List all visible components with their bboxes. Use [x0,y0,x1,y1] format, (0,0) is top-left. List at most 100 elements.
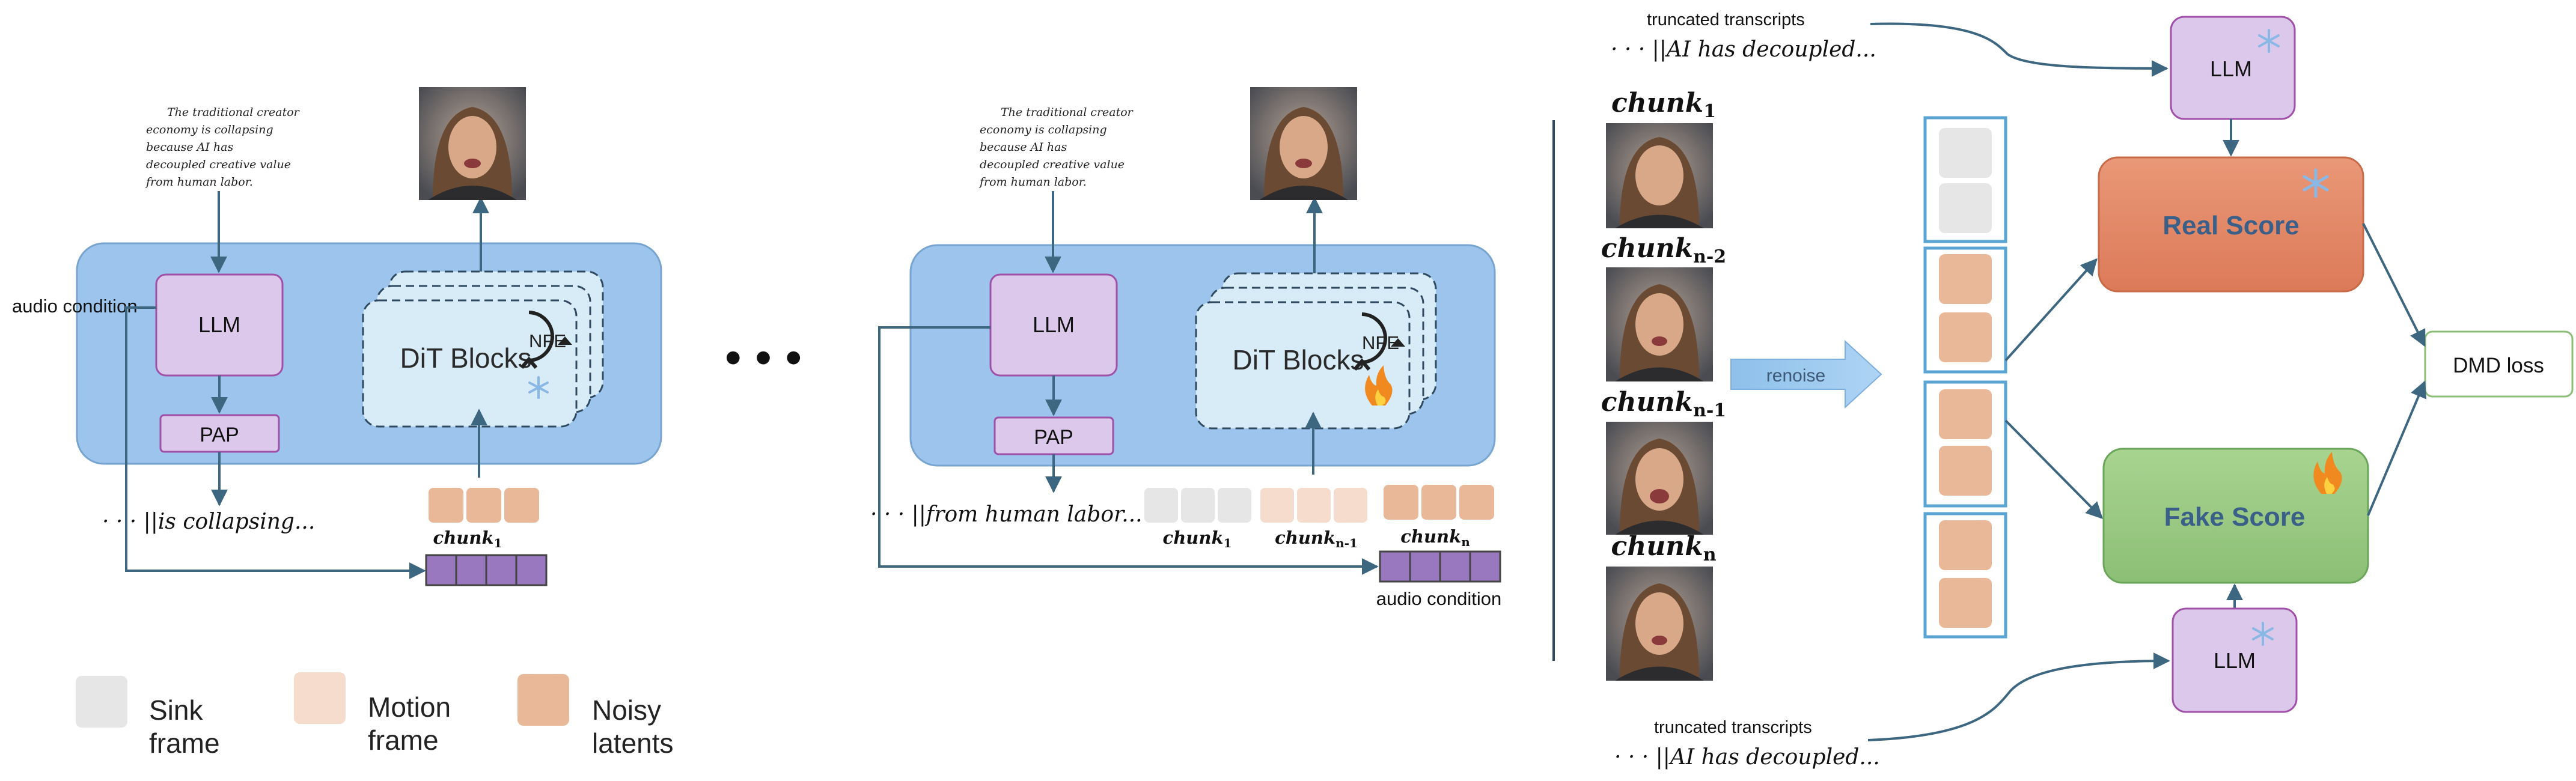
audio-condition-path [878,326,1379,575]
motion-token [1260,488,1294,523]
prompt-line: economy is collapsing [146,123,273,136]
tokens-to-real-arrow [2004,258,2098,362]
legend-label: Motion [368,691,451,723]
fake-to-dmd-arrow [2367,380,2427,516]
llm-label: LLM [2214,648,2256,673]
sink-token [1181,488,1215,523]
sink-frames [1144,488,1251,523]
transcripts-text: · · · ||AI has decoupled... [1611,37,1876,62]
renoise-arrow [1730,339,1882,409]
noisy-token [466,488,501,523]
real-to-dmd-arrow [2362,223,2426,347]
snowflake-icon [2258,29,2280,53]
chunk-label: chunkn-2 [1601,233,1726,267]
transcripts-label: truncated transcripts [1654,718,1812,737]
noisy-token [1384,485,1418,520]
llm-label: LLM [1033,312,1075,337]
token-group [1923,246,2007,374]
sink-token [1939,183,1992,233]
audio-token [1409,550,1441,583]
noisy-token [1939,446,1992,496]
audio-condition-path [125,306,426,579]
panel-inference-first: The traditional creator economy is colla… [12,87,662,586]
token-group [1923,116,2007,243]
audio-token [425,554,457,586]
chunk-label: chunkn [1400,526,1470,549]
noisy-token [1459,485,1494,520]
noisy-token [1939,254,1992,304]
chunk-label: chunkn [1611,531,1716,565]
fire-icon [2313,452,2342,494]
panel-inference-nth: The traditional creator economy is colla… [870,87,1501,609]
transcripts-to-llm-arrow [1867,652,2170,741]
pap-label: PAP [1034,426,1073,449]
chunk-label: chunk1 [1163,527,1232,550]
audio-token [1379,550,1411,583]
streaming-transcript: · · · ||from human labor... [870,502,1143,527]
prompt-line: because AI has [980,141,1067,154]
llm-label: LLM [198,312,240,337]
chunk-frame [1606,567,1713,681]
prompt-line: economy is collapsing [980,123,1107,136]
tokens-to-fake-arrow [2004,419,2103,519]
nfe-label: NFE [529,330,566,351]
token-group [1923,380,2007,508]
snowflake-icon [528,376,549,399]
noisy-latents [429,488,539,523]
dit-label: DiT Blocks [400,342,532,374]
legend-label: latents [592,728,674,759]
prompt-line: The traditional creator [167,106,301,119]
prompt-line: from human labor. [978,175,1087,189]
noisy-token [1939,389,1992,439]
audio-token [1469,550,1501,583]
audio-token [455,554,487,586]
prompt-text: The traditional creator economy is colla… [978,106,1134,189]
noisy-token [429,488,463,523]
dit-stack: DiT Blocks NFE [362,270,604,428]
loop-icon [1353,312,1405,371]
noisy-token [1421,485,1456,520]
motion-token [1334,488,1367,523]
panel-training: chunk1 chunkn-2 chunkn-1 chunkn [1601,10,2574,770]
transcripts-text: · · · ||AI has decoupled... [1614,745,1880,770]
fake-score-label: Fake Score [2164,502,2306,532]
nfe-label: NFE [1362,332,1399,353]
token-column [1923,116,2007,639]
fake-score-block [2102,448,2369,584]
audio-condition-label: audio condition [1376,588,1502,609]
transcripts-label: truncated transcripts [1647,10,1805,29]
legend-swatch-motion [294,672,346,724]
llm-label: LLM [2210,56,2252,81]
motion-frames [1260,488,1367,523]
renoise-label: renoise [1766,366,1825,386]
noisy-latents [1384,485,1494,520]
legend: Sink frame Motion frame Noisy latents [76,672,674,759]
generated-frame [1250,87,1357,200]
prompt-line: decoupled creative value [146,158,291,171]
sink-token [1939,128,1992,178]
chunk-label: chunkn-1 [1275,527,1358,550]
noisy-token [1939,578,1992,628]
real-score-label: Real Score [2162,211,2299,240]
audio-token [485,554,517,586]
audio-token [1439,550,1471,583]
token-group [1923,512,2007,639]
sink-token [1218,488,1251,523]
pap-label: PAP [200,424,239,446]
prompt-line: because AI has [146,141,233,154]
chunk-label: chunk1 [1611,88,1716,122]
legend-label: Noisy [592,694,661,726]
dmd-loss-label: DMD loss [2453,354,2544,377]
chunk-frame [1606,267,1713,381]
legend-label: frame [368,725,439,756]
dit-block-front [362,299,578,428]
legend-swatch-noisy [517,674,569,726]
motion-token [1297,488,1331,523]
audio-tokens [425,554,548,586]
dit-stack: DiT Blocks NFE [1195,272,1437,430]
loop-icon [520,311,572,369]
noisy-token [504,488,539,523]
dmd-loss-box [2424,330,2574,398]
generated-frame [419,87,526,200]
noisy-token [1939,520,1992,570]
